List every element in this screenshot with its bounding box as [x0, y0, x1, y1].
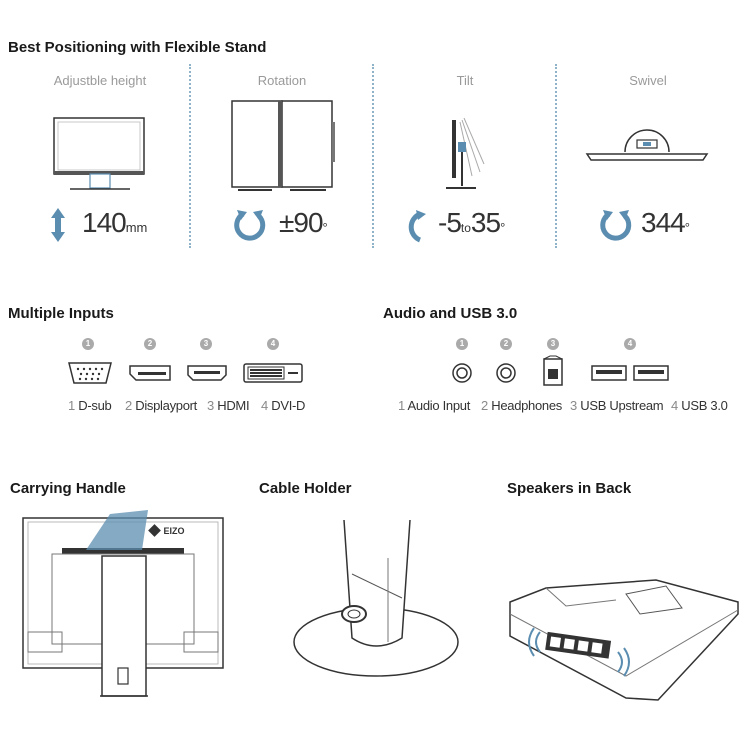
carrying-title: Carrying Handle [10, 480, 126, 497]
hdmi-port-icon [187, 365, 227, 381]
port-label-dvi: 4 DVI-D [261, 398, 306, 413]
port-number-badge: 1 [82, 338, 94, 350]
feature-label-tilt: Tilt [456, 73, 474, 88]
monitor-height-illustration [53, 117, 145, 190]
audio-jack-icon [452, 363, 472, 383]
port-label-dsub: 1 D-sub [68, 398, 112, 413]
eizo-logo: EIZO [148, 522, 184, 540]
feature-label-height: Adjustble height [53, 73, 147, 88]
port-label-usb3: 4 USB 3.0 [671, 398, 728, 413]
feature-label-rotation: Rotation [257, 73, 307, 88]
audio-usb-title: Audio and USB 3.0 [383, 305, 518, 322]
port-number-badge: 2 [500, 338, 512, 350]
swivel-value: 344° [641, 207, 690, 238]
port-number-badge: 4 [267, 338, 279, 350]
feature-label-swivel: Swivel [629, 73, 667, 88]
dvi-port-icon [243, 363, 303, 383]
usb-port-icon [591, 365, 627, 381]
inputs-title: Multiple Inputs [8, 305, 114, 322]
monitor-rotation-illustration [231, 100, 335, 191]
displayport-icon [129, 365, 171, 381]
port-number-badge: 4 [624, 338, 636, 350]
monitor-tilt-illustration [446, 117, 485, 189]
port-number-badge: 3 [200, 338, 212, 350]
usb-port-icon [633, 365, 669, 381]
port-number-badge: 1 [456, 338, 468, 350]
rotation-value: ±90° [279, 207, 328, 238]
swivel-icon [600, 210, 632, 241]
height-unit: mm [125, 220, 148, 235]
port-number-badge: 3 [547, 338, 559, 350]
positioning-title: Best Positioning with Flexible Stand [8, 39, 267, 56]
port-label-displayport: 2 Displayport [125, 398, 197, 413]
headphones-jack-icon [496, 363, 516, 383]
tilt-icon [408, 210, 426, 243]
speakers-title: Speakers in Back [507, 480, 632, 497]
eizo-logo-icon [148, 524, 161, 538]
divider [372, 64, 374, 248]
speakers-illustration [509, 579, 739, 701]
height-value: 140mm [82, 207, 148, 238]
usb-upstream-port-icon [543, 355, 563, 386]
port-label-audio-input: 1 Audio Input [398, 398, 471, 413]
port-number-badge: 2 [144, 338, 156, 350]
cable-title: Cable Holder [259, 480, 352, 497]
carrying-handle-illustration [22, 510, 224, 697]
divider [189, 64, 191, 248]
port-label-usb-upstream: 3 USB Upstream [570, 398, 664, 413]
port-label-headphones: 2 Headphones [481, 398, 562, 413]
tilt-value: -5to35° [438, 207, 506, 238]
dsub-port-icon [68, 362, 112, 384]
divider [555, 64, 557, 248]
monitor-swivel-illustration [585, 129, 709, 161]
up-down-arrow-icon [51, 208, 65, 242]
port-label-hdmi: 3 HDMI [207, 398, 250, 413]
cable-holder-illustration [293, 519, 459, 677]
rotate-icon [234, 210, 266, 241]
